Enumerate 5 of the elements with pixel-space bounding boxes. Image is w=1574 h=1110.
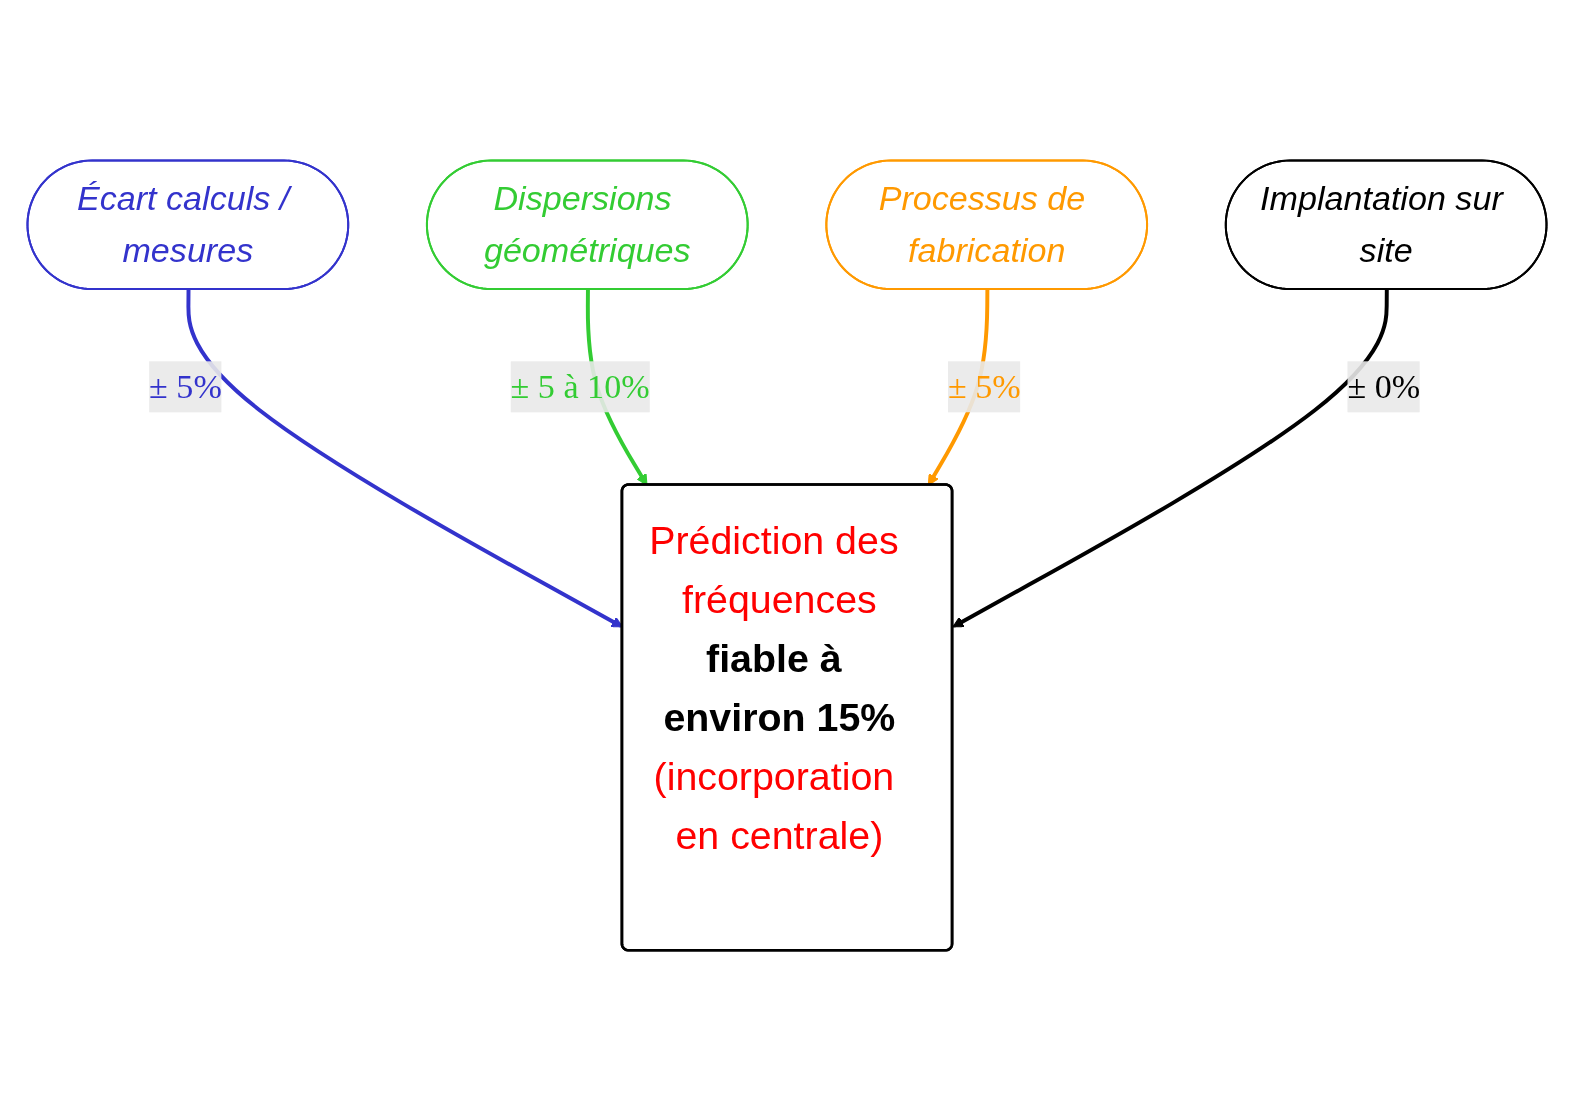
arrow: [952, 289, 1389, 628]
edge-label: ± 0%: [1347, 367, 1421, 406]
edge-label: ± 5%: [947, 367, 1021, 406]
edge-label: ± 5 à 10%: [510, 367, 650, 406]
edge-label: ± 5%: [149, 367, 222, 406]
